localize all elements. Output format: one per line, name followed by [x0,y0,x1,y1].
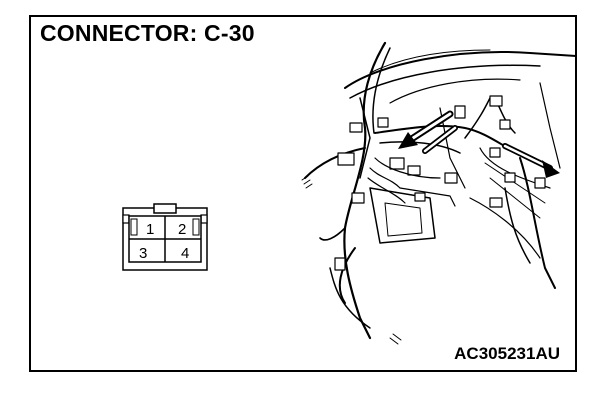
connector-title: CONNECTOR: C-30 [40,20,255,46]
pin-1-label: 1 [146,221,154,238]
pin-4-label: 4 [181,245,189,262]
pin-3-label: 3 [139,245,147,262]
pin-2-label: 2 [178,221,186,238]
figure-code: AC305231AU [454,344,560,363]
connector-face-diagram: 1 2 3 4 [122,203,208,271]
wiring-harness-illustration [301,41,576,345]
locator-arrow-icon [502,143,560,178]
diagram-frame [29,15,577,372]
locator-arrow-icon [398,110,454,149]
locator-arrow-icon [422,125,458,154]
